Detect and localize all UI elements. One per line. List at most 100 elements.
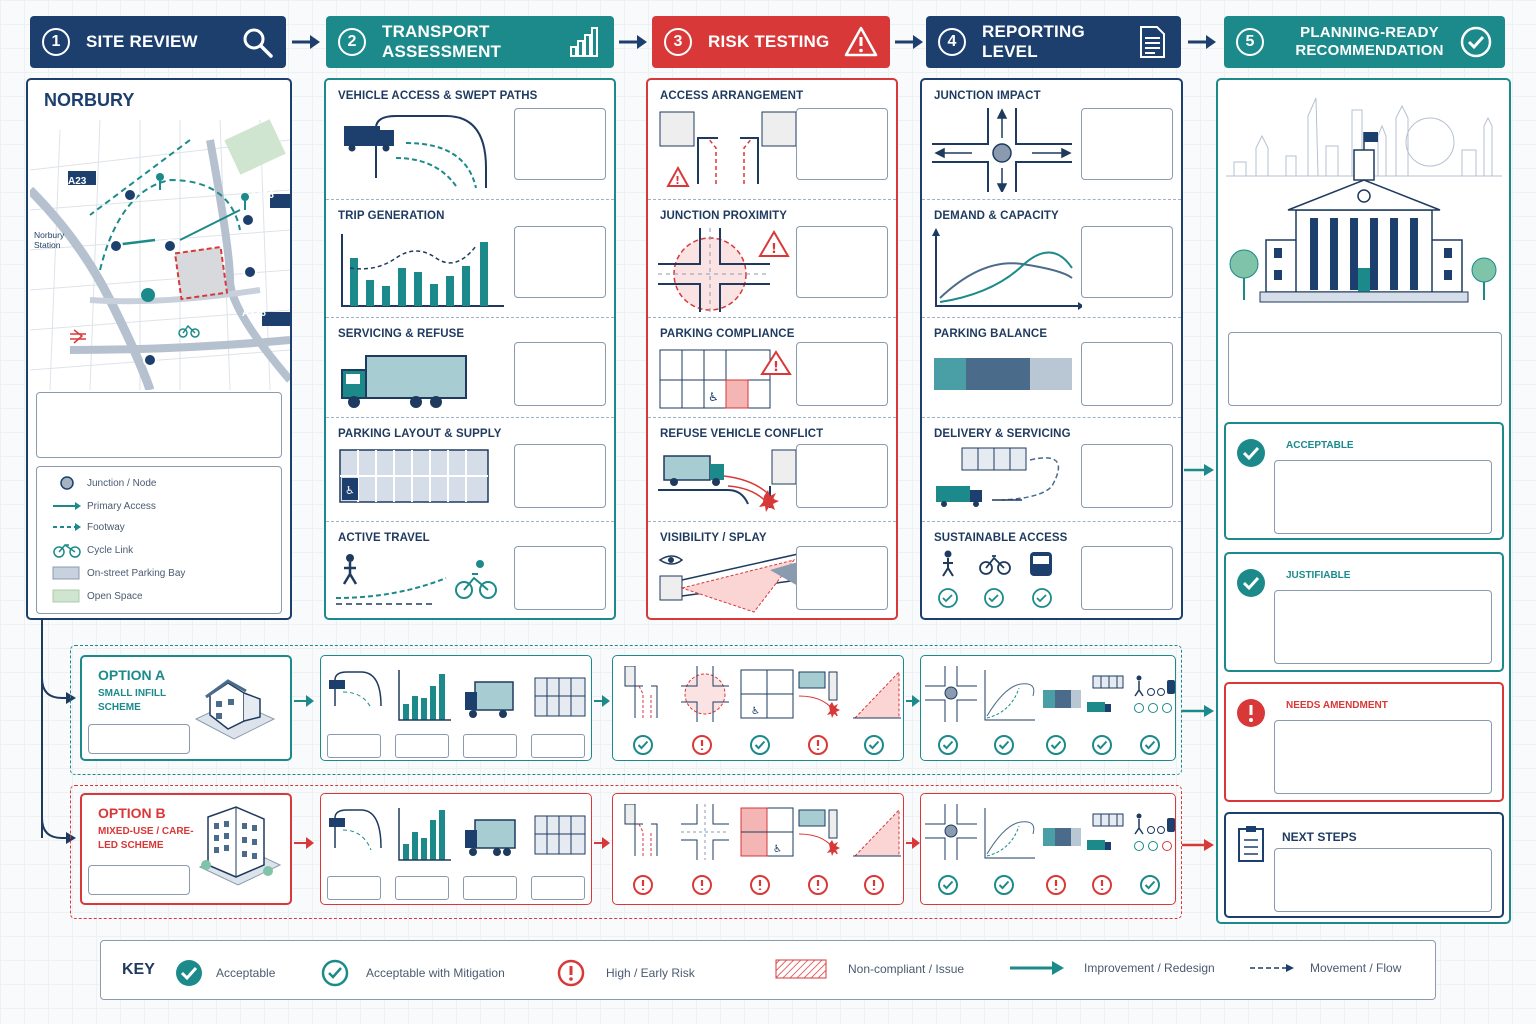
risk-cell: REFUSE VEHICLE CONFLICT — [648, 418, 896, 522]
key-item: Acceptable with Mitigation — [320, 958, 505, 988]
transport-cell: PARKING LAYOUT & SUPPLY ♿ — [326, 418, 614, 522]
high-risk-status-icon — [809, 736, 827, 754]
legend-item: Junction / Node — [47, 475, 157, 491]
acceptable-status-icon — [1141, 736, 1159, 754]
high-risk-status-icon — [693, 736, 711, 754]
improvement-arrow-icon — [1184, 460, 1218, 480]
acceptable-status-icon — [939, 876, 957, 894]
content-box — [531, 734, 585, 758]
content-box — [1274, 590, 1492, 664]
footway-arrow-icon — [47, 519, 87, 535]
content-box — [463, 876, 517, 900]
legend-item: Footway — [47, 519, 125, 535]
acceptable-status-icon — [865, 736, 883, 754]
content-box — [531, 876, 585, 900]
house-icon — [188, 669, 278, 745]
parking-compliance-icon: ♿! — [658, 346, 800, 412]
flow-arrow-icon — [594, 692, 614, 710]
content-box — [1081, 546, 1173, 610]
high-risk-status-icon — [634, 876, 652, 894]
content-box — [88, 724, 190, 754]
parking-balance-icon — [932, 346, 1082, 412]
legend-item: Open Space — [47, 588, 143, 604]
key-panel — [100, 940, 1436, 1000]
legend-item: Primary Access — [47, 498, 156, 514]
content-box — [514, 546, 606, 610]
key-item: Improvement / Redesign — [1008, 958, 1215, 978]
step-title: TRANSPORT ASSESSMENT — [382, 22, 568, 62]
flow-arrow-icon — [617, 30, 651, 54]
step-header-transport: 2 TRANSPORT ASSESSMENT — [326, 16, 614, 68]
content-box — [1081, 444, 1173, 508]
flow-arrow-icon — [1248, 958, 1298, 978]
trip-generation-chart — [336, 228, 506, 312]
option-a-card: OPTION A SMALL INFILL SCHEME — [80, 655, 292, 761]
option-b-report-status — [920, 870, 1176, 900]
swept-path-icon — [336, 108, 496, 192]
step-header-risk: 3 RISK TESTING — [652, 16, 890, 68]
option-b-risk-status — [612, 870, 904, 900]
active-travel-icon — [336, 550, 506, 614]
step-number: 2 — [338, 28, 366, 56]
transport-cell: VEHICLE ACCESS & SWEPT PATHS — [326, 80, 614, 200]
map-legend: Junction / Node Primary Access Footway C… — [36, 466, 282, 614]
delivery-servicing-icon — [932, 446, 1082, 512]
step-title: RISK TESTING — [708, 32, 844, 52]
svg-text:!: ! — [771, 242, 777, 257]
acceptable-status-icon — [995, 736, 1013, 754]
parking-layout-icon: ♿ — [336, 446, 496, 510]
clipboard-icon — [1236, 824, 1266, 864]
option-desc: SMALL INFILL SCHEME — [98, 687, 178, 715]
content-box — [796, 546, 888, 610]
reporting-cell: PARKING BALANCE — [922, 318, 1181, 418]
high-risk-status-icon — [1047, 876, 1065, 894]
content-box — [796, 108, 888, 180]
transport-mini-icons — [327, 666, 587, 724]
step-number: 5 — [1236, 28, 1264, 56]
transport-cell: TRIP GENERATION — [326, 200, 614, 318]
option-desc: MIXED-USE / CARE-LED SCHEME — [98, 825, 198, 853]
check-circle-icon — [1459, 25, 1493, 59]
risk-mini-icons: ♿ — [617, 666, 901, 724]
step-header-recommendation: 5 PLANNING-READY RECOMMENDATION — [1224, 16, 1505, 68]
improvement-arrow-icon — [1182, 702, 1218, 720]
cycle-icon — [47, 542, 87, 558]
risk-cell: VISIBILITY / SPLAY — [648, 522, 896, 620]
content-box — [1274, 460, 1492, 534]
content-box — [1274, 848, 1492, 912]
content-box — [514, 342, 606, 406]
town-hall-illustration — [1226, 96, 1502, 312]
check-circle-icon — [1236, 568, 1266, 598]
outcome-next-steps: NEXT STEPS — [1224, 812, 1504, 918]
content-box — [1081, 342, 1173, 406]
junction-proximity-icon: ! — [658, 228, 800, 312]
junction-node-icon — [47, 475, 87, 491]
flow-arrow-icon — [1186, 30, 1220, 54]
content-box — [327, 734, 381, 758]
option-name: OPTION B — [98, 805, 166, 821]
acceptable-status-icon — [939, 736, 957, 754]
recommendation-panel: ACCEPTABLE JUSTIFIABLE NEEDS AMENDMENT N… — [1216, 78, 1511, 924]
outcome-label: NEXT STEPS — [1282, 830, 1357, 844]
hatch-icon — [774, 958, 830, 980]
content-box — [395, 734, 449, 758]
outcome-justifiable: JUSTIFIABLE — [1224, 552, 1504, 672]
high-risk-status-icon — [693, 876, 711, 894]
road-label-a236-north: A236 — [250, 190, 274, 201]
bar-chart-icon — [568, 25, 602, 59]
outcome-label: ACCEPTABLE — [1286, 440, 1354, 451]
step-header-reporting: 4 REPORTING LEVEL — [926, 16, 1181, 68]
improvement-arrow-icon — [1182, 836, 1218, 854]
visibility-splay-icon — [658, 550, 800, 614]
reporting-cell: JUNCTION IMPACT — [922, 80, 1181, 200]
alert-circle-icon — [1236, 698, 1266, 728]
site-notes-box — [36, 392, 282, 458]
svg-text:♿: ♿ — [708, 390, 719, 404]
option-a-transport — [320, 655, 592, 761]
apartment-building-icon — [194, 801, 284, 889]
content-box — [796, 444, 888, 508]
high-risk-status-icon — [809, 876, 827, 894]
transport-cell: SERVICING & REFUSE — [326, 318, 614, 418]
content-box — [463, 734, 517, 758]
key-item: Non-compliant / Issue — [774, 958, 964, 980]
